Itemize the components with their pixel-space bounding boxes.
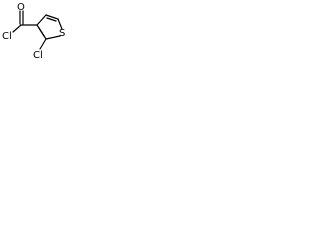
bond-ring-s-c2 <box>45 35 61 40</box>
atom-oxygen: O <box>17 2 25 13</box>
atom-sulfur: S <box>59 28 65 39</box>
bond-ring-c4-c5-inner <box>46 17 57 22</box>
bond-ring-c3-c4 <box>36 14 47 26</box>
bond-ring-c4-c5 <box>45 14 59 20</box>
atom-chlorine-acyl: Cl <box>2 31 12 42</box>
bond-ring-chlorine <box>39 38 47 50</box>
chemical-structure: O Cl S Cl <box>2 2 65 61</box>
bond-carbonyl-chlorine <box>12 24 22 33</box>
atom-chlorine-ring: Cl <box>33 50 43 61</box>
bond-ring-c5-s <box>57 18 63 30</box>
bond-ring-c2-c3-inner <box>38 27 45 37</box>
